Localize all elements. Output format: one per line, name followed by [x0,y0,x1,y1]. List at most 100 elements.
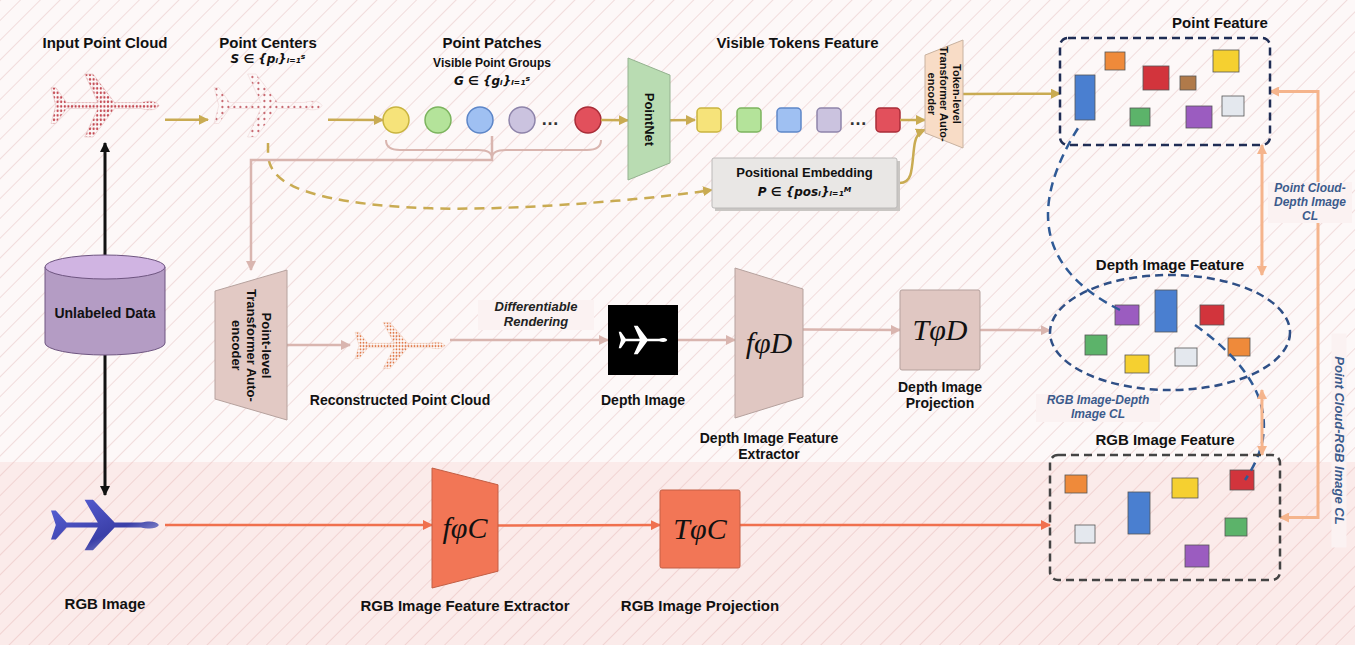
symbol-label: fφC [425,511,505,546]
node-label: Point-level Transformer Auto-encoder [229,275,274,415]
symbol-label: TφD [900,313,980,348]
token-squares [876,108,900,132]
cylinder-body [45,267,165,355]
node-label: RGB Image Feature Extractor [345,597,585,614]
arrow-connector [803,328,900,331]
point-feature-squares [1186,106,1212,128]
depth-extractor: fφDDepth Image Feature Extractor [735,268,803,418]
plane-images [51,74,159,137]
node-label: Reconstructed Point Cloud [305,392,495,408]
node-label: RGB Image [30,595,180,612]
feature-match-arcs [1048,125,1264,480]
arrow-connector [251,136,492,270]
edge-label: Point Cloud-RGB Image CL [1332,333,1347,547]
point-autoencoder: Point-level Transformer Auto-encoder [215,270,287,420]
plane-silhouette [619,326,668,355]
symbol-label: TφC [660,512,740,547]
arrow-connector [670,119,695,122]
rgb-feature-squares [1185,545,1209,567]
rgb-feature-squares [1225,518,1247,536]
node-label: Depth Image Projection [885,379,995,411]
node-label: P ∈ {posᵢ}ᵢ₌₁ᴹ [715,186,895,200]
ellipsis-mark: … [843,109,873,130]
trapezoid-shape [925,40,963,148]
node-label: Depth Image Feature [1070,256,1270,273]
token-squares [737,108,761,132]
point-feature-squares [1105,52,1125,70]
arrow-connector [328,119,383,122]
node-label: Unlabeled Data [50,305,160,321]
plane-images [214,74,322,137]
node-outline [1060,38,1270,145]
node-outline [1050,275,1290,390]
node-outline [383,104,601,136]
rgb-feature-squares [1128,492,1150,534]
depth-feature-squares [1085,290,1250,373]
depth-image: Depth Image [608,305,678,375]
box-shape [660,490,740,568]
depth-projection: TφDDepth Image Projection [900,290,980,370]
token-squares [817,108,841,132]
node-label: Positional Embedding [715,166,895,181]
trapezoid-shape [628,58,670,180]
point-patches: Point PatchesVisible Point GroupsG ∈ {gᵢ… [383,104,601,136]
edge-label: Differentiable Rendering [478,300,594,330]
depth-feature-squares [1228,338,1250,356]
feature-match-arcs [1195,325,1264,480]
point-patch-circles [509,107,535,133]
hatched-ground [0,462,1355,645]
node-outline [695,106,900,134]
point-centers: Point CentersS ∈ {pᵢ}ᵢ₌₁ˢ [208,68,328,143]
point-patch-circles [383,107,409,133]
box-shape [900,290,980,370]
token-squares [697,108,721,132]
arrow-connector [678,339,735,342]
arrow-connector [963,92,1060,95]
arrow-connector [1260,145,1263,275]
node-label: Point Feature [1150,14,1290,31]
depth-feature-ellipse: Depth Image Feature [1050,275,1290,390]
point-feature-squares [1130,108,1150,126]
symbol-label: fφD [729,326,809,361]
node-outline [1050,455,1280,580]
rgb-feature-box: RGB Image Feature [1050,455,1280,580]
node-label: Token-level Transformer Auto-encoder [925,42,963,146]
rgb-projection: TφCRGB Image Projection [660,490,740,568]
patch-brace [386,140,601,158]
plane-images [355,322,445,368]
point-feature-squares [1213,50,1239,72]
point-patch-circles [383,107,601,133]
point-feature-squares [1143,66,1169,90]
trapezoid-shape [215,270,287,420]
arrow-connector [104,143,107,255]
node-label: Input Point Cloud [20,34,190,51]
edge-label: RGB Image-Depth Image CL [1036,394,1160,422]
dashed-feature-ellipse [1050,275,1290,390]
point-feature-squares [1075,50,1244,128]
point-patch-circles [425,107,451,133]
arrow-connector [601,119,628,122]
rgb-feature-squares [1075,525,1095,543]
node-outline [350,318,450,373]
pointnet-encoder: PointNet [628,58,670,180]
point-feature-box: Point Feature [1060,38,1270,145]
point-feature-squares [1180,76,1196,90]
node-label: G ∈ {gᵢ}ᵢ₌₁ˢ [382,75,602,89]
ellipsis-mark: … [535,109,565,130]
node-label: RGB Image Projection [605,597,795,614]
token-squares [777,108,801,132]
depth-feature-squares [1125,355,1149,373]
rgb-feature-squares [1172,478,1198,498]
depth-feature-squares [1085,335,1107,355]
node-label: Visible Tokens Feature [683,34,913,51]
depth-feature-squares [1155,290,1177,332]
dashed-feature-box [1050,455,1280,580]
node-label: Point Patches [382,34,602,51]
plane-images [51,74,445,550]
node-outline [208,68,328,143]
node-label: Point Centers [193,34,343,51]
input-point-cloud: Input Point Cloud [45,68,165,143]
point-feature-squares [1075,75,1095,120]
